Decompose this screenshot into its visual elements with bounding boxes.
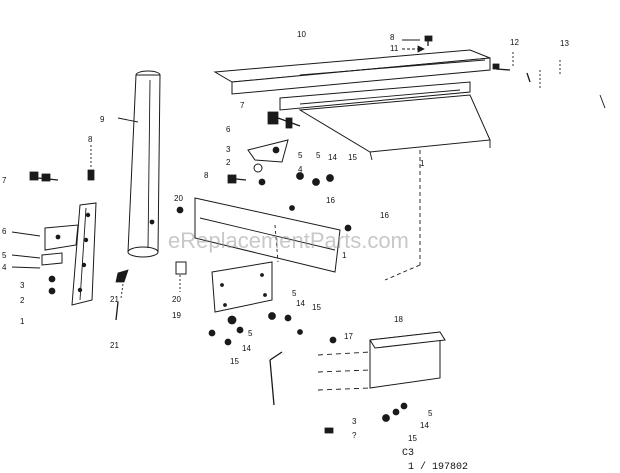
callout-21-b: 21 bbox=[110, 341, 119, 350]
callout-15-low-b: 15 bbox=[230, 357, 239, 366]
callout-1-top: 1 bbox=[420, 159, 425, 168]
callout-1-plate: 1 bbox=[342, 251, 347, 260]
callout-14-low-a: 14 bbox=[296, 299, 305, 308]
callout-20-low: 20 bbox=[172, 295, 181, 304]
callout-labels: 10 8 11 12 13 9 8 7 7 6 3 5 2 5 14 15 4 … bbox=[2, 30, 569, 443]
callout-4-center: 4 bbox=[298, 165, 303, 174]
lower-rail bbox=[269, 331, 446, 434]
table-rail-assembly bbox=[213, 49, 606, 281]
callout-11: 11 bbox=[390, 44, 399, 53]
callout-17: 17 bbox=[344, 332, 353, 341]
callout-5-center: 5 bbox=[298, 151, 303, 160]
callout-14-low-b: 14 bbox=[242, 344, 251, 353]
callout-5-rail: 5 bbox=[428, 409, 433, 418]
callout-question: ? bbox=[352, 431, 357, 440]
callout-15-rail: 15 bbox=[408, 434, 417, 443]
callout-8-center: 8 bbox=[204, 171, 209, 180]
callout-16-b: 16 bbox=[380, 211, 389, 220]
callout-15-low-a: 15 bbox=[312, 303, 321, 312]
lower-fasteners bbox=[208, 312, 303, 346]
callout-15-center: 15 bbox=[348, 153, 357, 162]
callout-20-top: 20 bbox=[174, 194, 183, 203]
column-tube bbox=[117, 70, 161, 258]
callout-10: 10 bbox=[297, 30, 306, 39]
callout-14-rail: 14 bbox=[420, 421, 429, 430]
callout-3-bottom: 3 bbox=[352, 417, 357, 426]
callout-5-low-b: 5 bbox=[248, 329, 253, 338]
callout-7-center: 7 bbox=[240, 101, 245, 110]
callout-3-center: 3 bbox=[226, 145, 231, 154]
footer-part-number: 1 / 197802 bbox=[408, 461, 468, 473]
fence-plate bbox=[176, 197, 341, 273]
callout-5-low-a: 5 bbox=[292, 289, 297, 298]
callout-8-left: 8 bbox=[88, 135, 93, 144]
callout-8: 8 bbox=[390, 33, 395, 42]
lower-panel bbox=[115, 261, 273, 321]
callout-18: 18 bbox=[394, 315, 403, 324]
watermark-text: eReplacementParts.com bbox=[168, 228, 409, 253]
callout-14-center: 14 bbox=[328, 153, 337, 162]
callout-4-left: 4 bbox=[2, 263, 7, 272]
callout-16-a: 16 bbox=[326, 196, 335, 205]
callout-5-left: 5 bbox=[2, 251, 7, 260]
callout-6-center: 6 bbox=[226, 125, 231, 134]
callout-21-a: 21 bbox=[110, 295, 119, 304]
callout-6-left: 6 bbox=[2, 227, 7, 236]
callout-9: 9 bbox=[100, 115, 105, 124]
callout-5b-center: 5 bbox=[316, 151, 321, 160]
callout-2-center: 2 bbox=[226, 158, 231, 167]
callout-13: 13 bbox=[560, 39, 569, 48]
left-bracket-assembly bbox=[11, 145, 97, 306]
callout-3-left: 3 bbox=[20, 281, 25, 290]
clamp-assembly bbox=[227, 111, 352, 232]
footer-code: C3 bbox=[402, 448, 414, 459]
callout-2-left: 2 bbox=[20, 296, 25, 305]
callout-12: 12 bbox=[510, 38, 519, 47]
top-right-fasteners bbox=[402, 35, 531, 83]
callout-1-left: 1 bbox=[20, 317, 25, 326]
callout-7-left: 7 bbox=[2, 176, 7, 185]
callout-19: 19 bbox=[172, 311, 181, 320]
